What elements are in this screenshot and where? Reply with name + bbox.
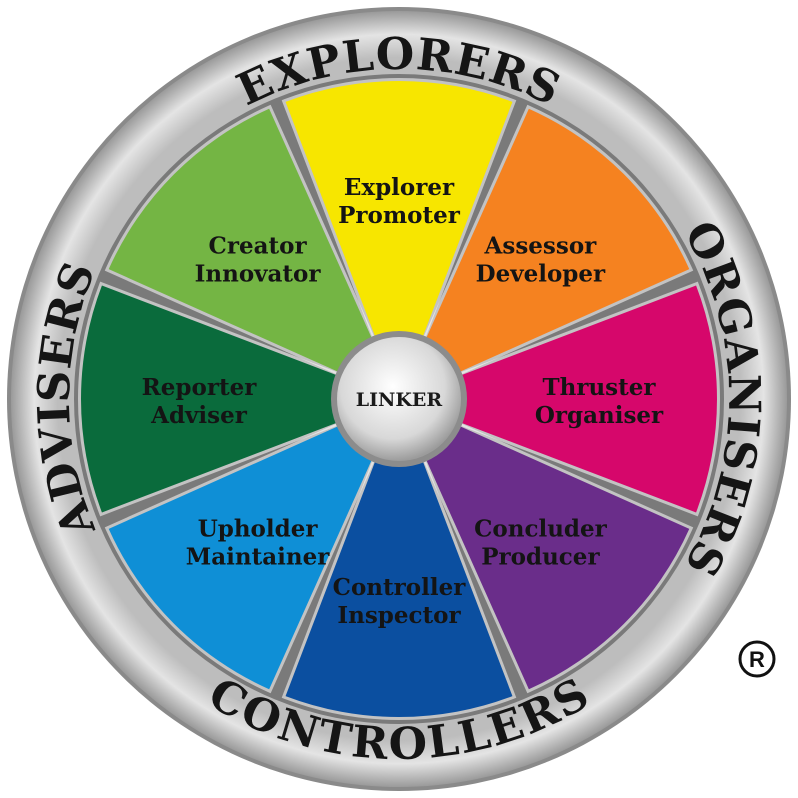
registered-mark-letter: R — [749, 647, 765, 672]
segment-upholder — [108, 425, 373, 690]
segment-explorer — [285, 81, 513, 340]
segment-assessor — [425, 108, 690, 373]
registered-mark-icon — [738, 640, 776, 678]
hub-label: LINKER — [356, 389, 443, 411]
segment-concluder — [425, 425, 690, 690]
hub-disc — [337, 337, 461, 461]
segment-controller — [285, 458, 513, 717]
segment-creator — [108, 108, 373, 373]
segment-reporter — [80, 285, 340, 513]
segment-thruster — [458, 285, 717, 513]
